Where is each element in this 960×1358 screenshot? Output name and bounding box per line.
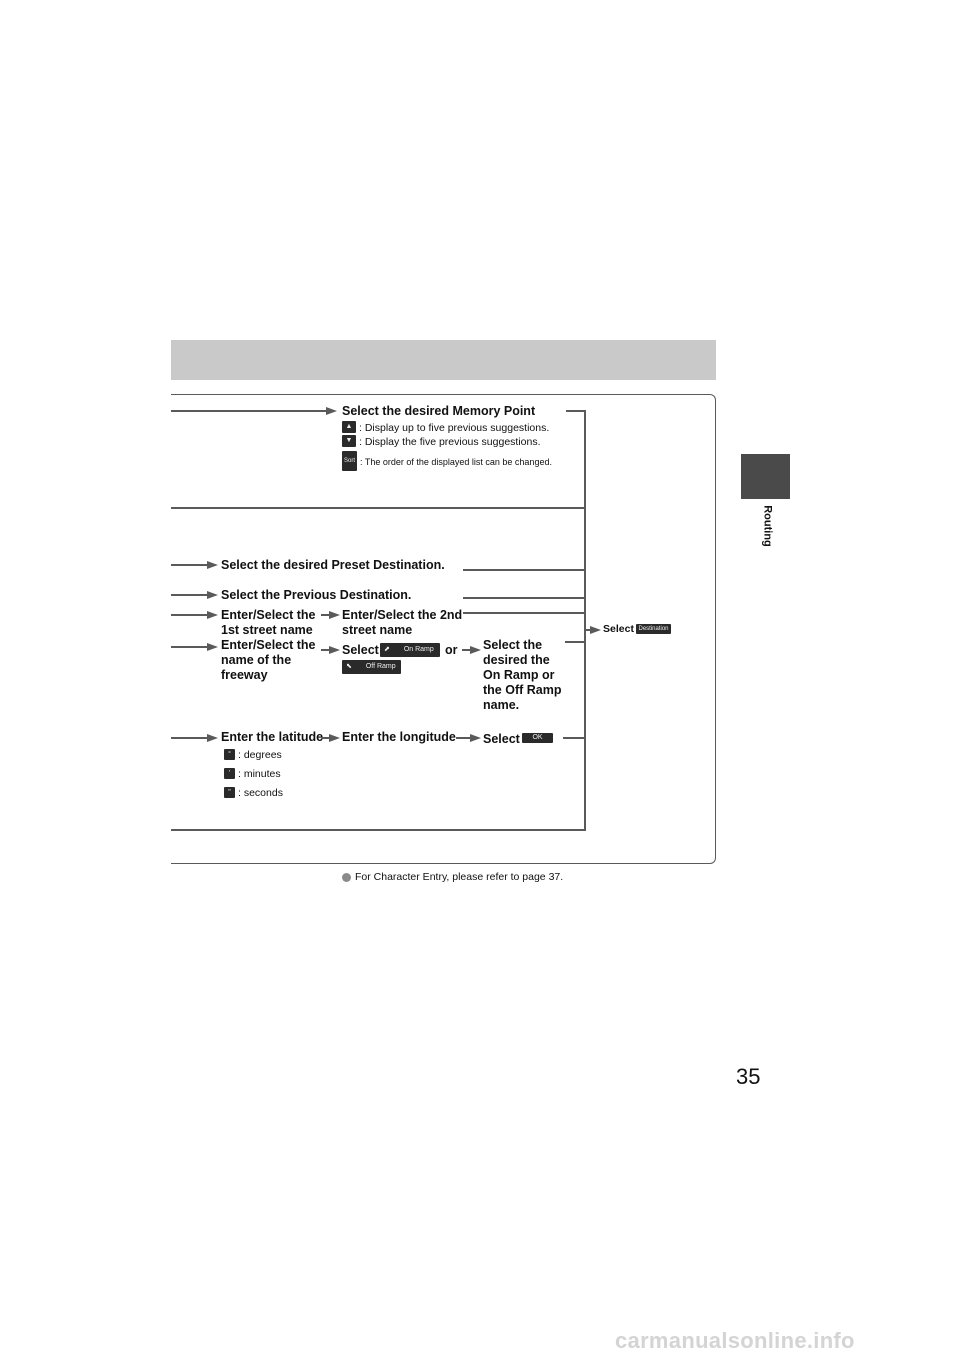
freeway-result: Select the desired the On Ramp or the Of… xyxy=(483,638,562,712)
degrees-icon: ° xyxy=(224,749,235,760)
coords-select-label: Select xyxy=(483,732,520,746)
freeway-step1: Enter/Select the name of the freeway xyxy=(221,638,316,682)
up-arrow-icon: ▲ xyxy=(342,421,356,433)
page-number: 35 xyxy=(736,1064,761,1089)
longitude-text: Enter the longitude xyxy=(342,730,456,744)
down-desc: : Display the five previous suggestions. xyxy=(359,436,541,448)
minutes-icon: ' xyxy=(224,768,235,779)
side-tab-block xyxy=(741,454,790,499)
ramp-icon: ⬉ xyxy=(346,663,352,670)
street-step1: Enter/Select the 1st street name xyxy=(221,608,316,637)
ramp-icon: ⬈ xyxy=(384,646,390,653)
memory-point-title: Select the desired Memory Point xyxy=(342,404,536,418)
final-select-label: Select xyxy=(603,623,634,635)
sort-button-icon: Sort xyxy=(342,451,357,471)
header-bar xyxy=(171,340,716,380)
flow-frame xyxy=(160,394,716,864)
down-arrow-icon: ▼ xyxy=(342,435,356,447)
seconds-icon: " xyxy=(224,787,235,798)
bullet-icon xyxy=(342,873,351,882)
previous-destination-text: Select the Previous Destination. xyxy=(221,588,412,602)
sort-desc: : The order of the displayed list can be… xyxy=(360,457,552,467)
destination-button-icon: Destination xyxy=(636,624,671,634)
off-ramp-button-icon: ⬉ Off Ramp xyxy=(342,660,401,674)
freeway-select-label: Select xyxy=(342,643,379,657)
watermark: carmanualsonline.info xyxy=(615,1328,855,1353)
preset-destination-text: Select the desired Preset Destination. xyxy=(221,558,445,572)
latitude-text: Enter the latitude xyxy=(221,730,324,744)
side-tab-label: Routing xyxy=(761,505,774,547)
up-desc: : Display up to five previous suggestion… xyxy=(359,422,550,434)
seconds-desc: : seconds xyxy=(238,787,283,799)
street-step2: Enter/Select the 2nd street name xyxy=(342,608,463,637)
ok-button-icon: OK xyxy=(522,733,553,743)
on-ramp-button-icon: ⬈ On Ramp xyxy=(380,643,440,657)
degrees-desc: : degrees xyxy=(238,749,282,761)
footnote: For Character Entry, please refer to pag… xyxy=(355,871,564,883)
minutes-desc: : minutes xyxy=(238,768,281,780)
or-label: or xyxy=(445,643,458,657)
